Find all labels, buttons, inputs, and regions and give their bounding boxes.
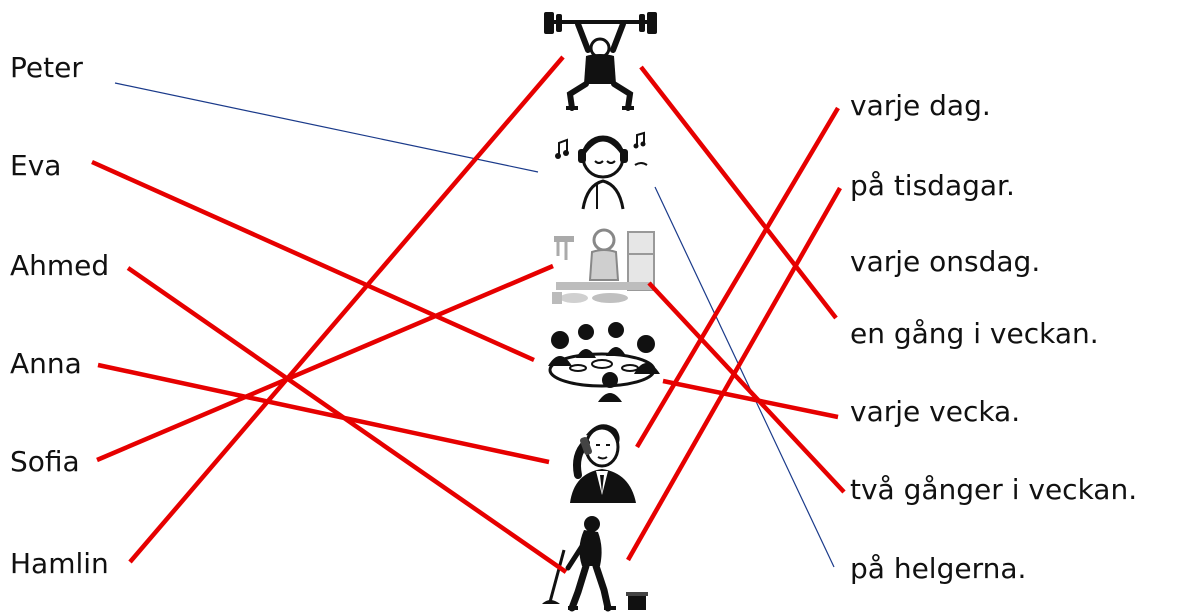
freq-en-gang-i-veckan: en gång i veckan. <box>850 317 1099 350</box>
red-line-anna-to-phone <box>97 362 550 465</box>
red-line-hamlin-to-weightlifting <box>128 55 565 564</box>
listening-music-icon <box>555 131 648 210</box>
weightlifting-icon <box>544 12 657 111</box>
phone-call-icon <box>570 424 636 503</box>
name-anna: Anna <box>10 347 82 380</box>
red-line-phone-to-varje-dag <box>635 106 840 449</box>
name-ahmed: Ahmed <box>10 249 110 282</box>
name-peter: Peter <box>10 51 83 84</box>
red-line-dinner-to-varje-vecka <box>662 378 839 420</box>
red-line-eva-to-dinner <box>91 159 535 363</box>
freq-pa-helgerna: på helgerna. <box>850 552 1027 585</box>
cooking-icon <box>548 222 660 307</box>
blue-line-peter-to-music <box>114 82 539 173</box>
freq-varje-dag: varje dag. <box>850 89 991 122</box>
red-line-weightlifting-to-en-gang <box>639 65 838 320</box>
red-line-cooking-to-tva-ganger <box>647 281 846 494</box>
name-sofia: Sofia <box>10 445 80 478</box>
freq-tva-ganger-i-veckan: två gånger i veckan. <box>850 473 1138 506</box>
red-line-sofia-to-cooking <box>96 263 554 463</box>
family-dinner-icon <box>548 322 660 402</box>
freq-varje-onsdag: varje onsdag. <box>850 245 1041 278</box>
freq-varje-vecka: varje vecka. <box>850 395 1021 428</box>
freq-pa-tisdagar: på tisdagar. <box>850 169 1015 202</box>
blue-line-music-to-helgerna <box>654 186 835 568</box>
name-hamlin: Hamlin <box>10 547 109 580</box>
name-eva: Eva <box>10 149 62 182</box>
mopping-icon <box>542 516 648 612</box>
